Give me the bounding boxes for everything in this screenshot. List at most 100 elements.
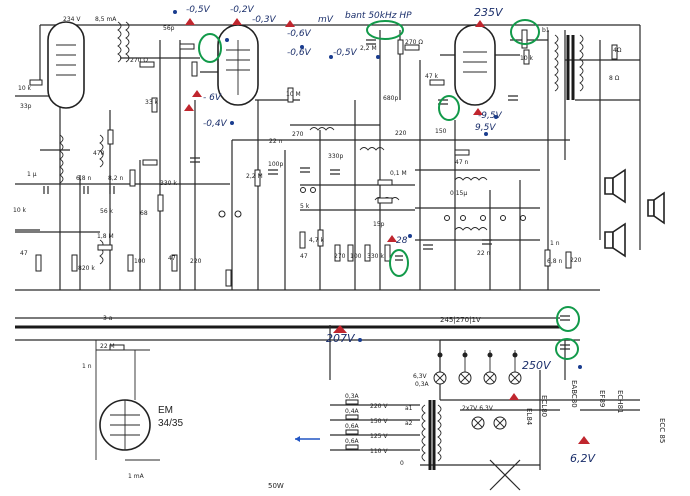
svg-text:2,2 M: 2,2 M <box>246 173 263 180</box>
svg-text:8,2 n: 8,2 n <box>108 175 123 182</box>
bus-voltage-label: 245|270|1V <box>440 316 481 324</box>
note-v06-b: -0,6V <box>287 48 312 58</box>
svg-text:10 k: 10 k <box>18 85 32 92</box>
component-labels: 234 V 8,5 mA 10 k 33p 56p 270 Ω 33 k 68 … <box>13 16 622 480</box>
svg-text:10 k: 10 k <box>520 55 534 62</box>
svg-text:47 n: 47 n <box>455 159 469 166</box>
note-v03: -0,3V <box>252 15 277 25</box>
svg-text:4Ω: 4Ω <box>613 47 622 54</box>
svg-text:1 n: 1 n <box>550 240 560 247</box>
green-highlights <box>198 19 580 360</box>
note-v9-5: 9,5V <box>475 123 496 133</box>
svg-text:10 k: 10 k <box>13 207 27 214</box>
tube-labels: EM 34/35 ECC 85 ECL80 EL84 EF89 ECH81 EA… <box>158 380 666 443</box>
svg-text:100p: 100p <box>268 161 283 168</box>
lamp-1 <box>433 371 447 385</box>
tap-220-label: 220 V <box>370 403 388 410</box>
svg-text:100: 100 <box>134 258 146 265</box>
svg-text:33p: 33p <box>20 103 32 110</box>
switch-bank <box>218 187 526 358</box>
svg-text:5 k: 5 k <box>300 203 310 210</box>
note-v250: 250V <box>522 359 552 372</box>
note-v95: -9,5V <box>478 111 503 121</box>
green-circle-7 <box>555 338 579 360</box>
note-top: bant 50kHz HP <box>345 11 412 21</box>
note-v62: 6,2V <box>570 452 596 465</box>
svg-text:270 Ω: 270 Ω <box>405 39 423 46</box>
lamp-2 <box>458 371 472 385</box>
svg-text:2,2 M: 2,2 M <box>360 45 377 52</box>
svg-text:33 k: 33 k <box>145 99 159 106</box>
blue-arrow <box>295 436 320 442</box>
green-circle-2 <box>366 20 404 40</box>
note-v02: -0,2V <box>230 5 255 15</box>
svg-text:330 k: 330 k <box>160 180 177 187</box>
components <box>29 29 618 450</box>
note-v235: 235V <box>474 6 504 19</box>
svg-text:1 n: 1 n <box>82 363 92 370</box>
lamp-5 <box>471 416 485 430</box>
svg-text:47 k: 47 k <box>425 73 439 80</box>
note-v6: - 6V <box>203 93 222 103</box>
green-circle-3 <box>510 19 540 45</box>
power-labels: 245|270|1V 0,3A 0,4A 0,6A 0,6A 220 V 150… <box>268 316 494 490</box>
svg-text:10 M: 10 M <box>286 91 301 98</box>
svg-text:330 k: 330 k <box>367 253 384 260</box>
eabc80-label: EABC80 <box>570 380 578 408</box>
el84-label: EL84 <box>525 408 533 426</box>
lamp-4 <box>508 371 522 385</box>
svg-text:100: 100 <box>350 253 362 260</box>
svg-text:15p: 15p <box>373 221 385 228</box>
note-v06-a: -0,6V <box>287 29 312 39</box>
ecc85-label: ECC 85 <box>658 418 666 443</box>
note-28: 28 <box>396 236 408 246</box>
em-type-label: 34/35 <box>158 418 183 429</box>
svg-text:470: 470 <box>93 150 105 157</box>
svg-text:8 Ω: 8 Ω <box>609 75 620 82</box>
svg-text:270: 270 <box>292 131 304 138</box>
tap-125-label: 125 V <box>370 433 388 440</box>
svg-text:47: 47 <box>20 250 28 257</box>
svg-text:820 k: 820 k <box>78 265 95 272</box>
tube-ef89 <box>47 21 85 109</box>
filament-label: 2x7V 6,3V <box>462 405 494 412</box>
svg-text:0,15µ: 0,15µ <box>450 190 467 197</box>
svg-text:22 M: 22 M <box>100 343 115 350</box>
note-v05-b: -0,5V <box>333 48 358 58</box>
svg-text:47: 47 <box>300 253 308 260</box>
fuse-b-label: 0,4A <box>345 408 360 415</box>
lamp-6 <box>493 416 507 430</box>
tap-110-label: 110 V <box>370 448 388 455</box>
svg-text:56 k: 56 k <box>100 208 114 215</box>
svg-text:22 n: 22 n <box>477 250 491 257</box>
tube-ech81 <box>217 24 259 106</box>
svg-text:4,7 k: 4,7 k <box>309 237 324 244</box>
svg-text:3 a: 3 a <box>103 315 113 322</box>
svg-text:234 V: 234 V <box>63 16 81 23</box>
ef89-label: EF89 <box>598 390 606 407</box>
green-circle-6 <box>556 306 580 332</box>
ech81-label: ECH81 <box>616 390 624 413</box>
lamp-a-label: 0,3A <box>415 381 430 388</box>
note-mv: mV <box>318 15 334 25</box>
handwritten-notes: -0,5V -0,2V -0,3V bant 50kHz HP mV -0,6V… <box>186 5 596 465</box>
red-markers <box>184 18 590 444</box>
fuse-a-label: 0,3A <box>345 393 360 400</box>
svg-text:220: 220 <box>190 258 202 265</box>
tap-0-label: 0 <box>400 460 404 467</box>
lamp-3 <box>483 371 497 385</box>
svg-text:270: 270 <box>334 253 346 260</box>
lamp-volt-label: 6,3V <box>413 373 428 380</box>
note-v207: 207V <box>326 332 356 345</box>
green-circle-4 <box>438 95 460 121</box>
svg-text:22 n: 22 n <box>269 138 283 145</box>
output-label: 50W <box>268 482 284 490</box>
green-circle-5 <box>389 249 409 277</box>
fuse-d-label: 0,6A <box>345 438 360 445</box>
svg-text:6,8 n: 6,8 n <box>547 258 562 265</box>
svg-text:6,8 n: 6,8 n <box>76 175 91 182</box>
svg-text:8,5 mA: 8,5 mA <box>95 16 117 23</box>
svg-text:330p: 330p <box>328 153 343 160</box>
note-v04: -0,4V <box>203 119 228 129</box>
